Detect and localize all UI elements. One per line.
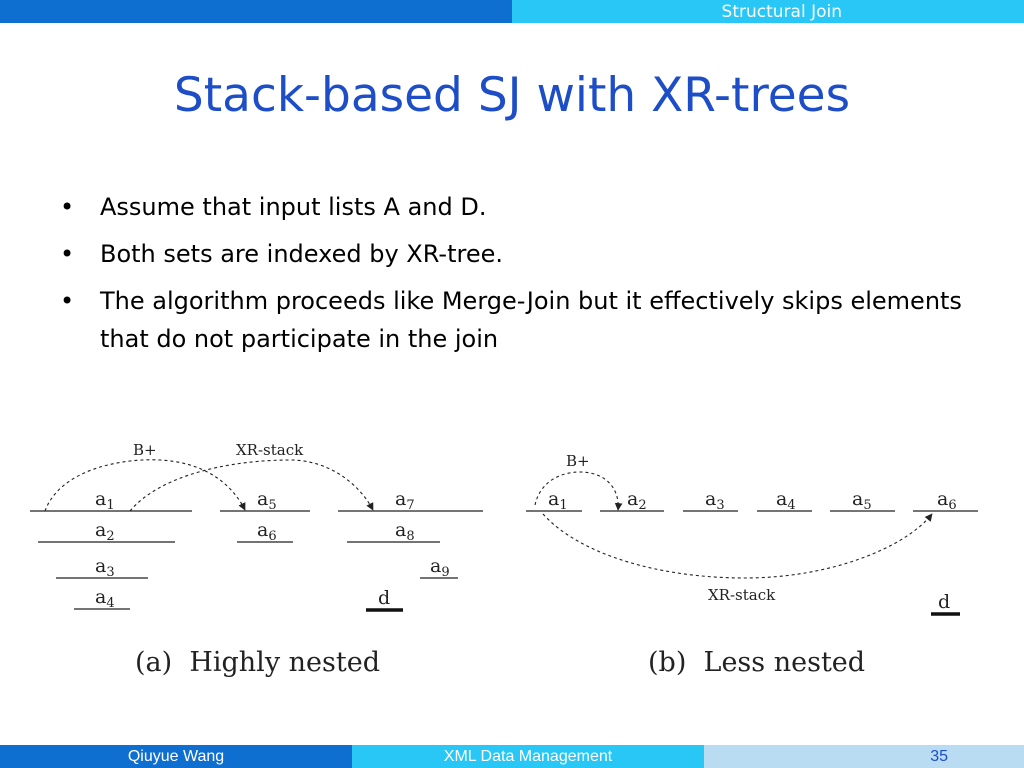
element-label-a2: a2 xyxy=(95,519,115,544)
descendant-label-d: d xyxy=(378,587,390,609)
bullet-list: • Assume that input lists A and D. • Both … xyxy=(60,188,980,367)
element-label-a3: a3 xyxy=(95,555,115,580)
bullet-dot: • xyxy=(60,287,75,315)
arrow-xr-stack xyxy=(542,513,933,579)
page-number: 35 xyxy=(930,748,948,765)
arrow-label-xr-stack: XR-stack xyxy=(236,441,304,459)
section-title: Structural Join xyxy=(721,2,842,22)
element-label-a1: a1 xyxy=(548,488,568,513)
arrow-xr-stack xyxy=(129,459,374,512)
element-label-a5: a5 xyxy=(257,488,277,513)
descendant-label-d: d xyxy=(938,591,950,613)
xr-tree-diagram: a1 a2 a3 a4 a5 a6 a7 a8 a9 d B+ XR-stack… xyxy=(30,441,978,678)
header-bar-light xyxy=(512,0,1024,23)
footer-bar-light xyxy=(352,745,704,768)
footer-bar-pale xyxy=(704,745,1024,768)
element-label-a2: a2 xyxy=(627,488,647,513)
arrow-label-b-plus: B+ xyxy=(133,441,157,459)
element-label-a5: a5 xyxy=(852,488,872,513)
arrow-label-b-plus: B+ xyxy=(566,452,590,470)
bullet-item: • The algorithm proceeds like Merge-Join … xyxy=(60,282,980,358)
footer-author: Qiuyue Wang xyxy=(127,748,225,765)
element-label-a9: a9 xyxy=(430,555,450,580)
element-label-a8: a8 xyxy=(395,519,415,544)
element-label-a3: a3 xyxy=(705,488,725,513)
bullet-dot: • xyxy=(60,240,75,268)
element-label-a6: a6 xyxy=(937,488,957,513)
header-bar-dark xyxy=(0,0,512,23)
element-label-a1: a1 xyxy=(95,488,115,513)
footer-bar: Qiuyue Wang XML Data Management 35 xyxy=(0,745,1024,768)
caption-highly-nested: (a) Highly nested xyxy=(135,647,380,678)
arrow-b-plus xyxy=(44,459,246,512)
element-label-a6: a6 xyxy=(257,519,277,544)
slide-title: Stack-based SJ with XR-trees xyxy=(173,68,851,123)
bullet-text: The algorithm proceeds like Merge-Join b… xyxy=(100,287,962,353)
bullet-item: • Assume that input lists A and D. xyxy=(60,188,980,226)
panel-highly-nested: a1 a2 a3 a4 a5 a6 a7 a8 a9 d B+ XR-stack… xyxy=(30,441,483,678)
arrow-b-plus xyxy=(534,471,623,511)
footer-bar-dark xyxy=(0,745,352,768)
bullet-text: Both sets are indexed by XR-tree. xyxy=(100,240,503,268)
arrow-label-xr-stack: XR-stack xyxy=(708,586,776,604)
element-label-a4: a4 xyxy=(776,488,796,513)
element-label-a4: a4 xyxy=(95,586,115,611)
bullet-dot: • xyxy=(60,193,75,221)
bullet-item: • Both sets are indexed by XR-tree. xyxy=(60,235,980,273)
footer-course: XML Data Management xyxy=(443,748,613,765)
bullet-text: Assume that input lists A and D. xyxy=(100,193,487,221)
element-label-a7: a7 xyxy=(395,488,415,513)
caption-less-nested: (b) Less nested xyxy=(648,647,865,678)
header-bar: Structural Join xyxy=(0,0,1024,23)
panel-less-nested: a1 a2 a3 a4 a5 a6 d B+ XR-stack (b) Less… xyxy=(526,452,978,678)
